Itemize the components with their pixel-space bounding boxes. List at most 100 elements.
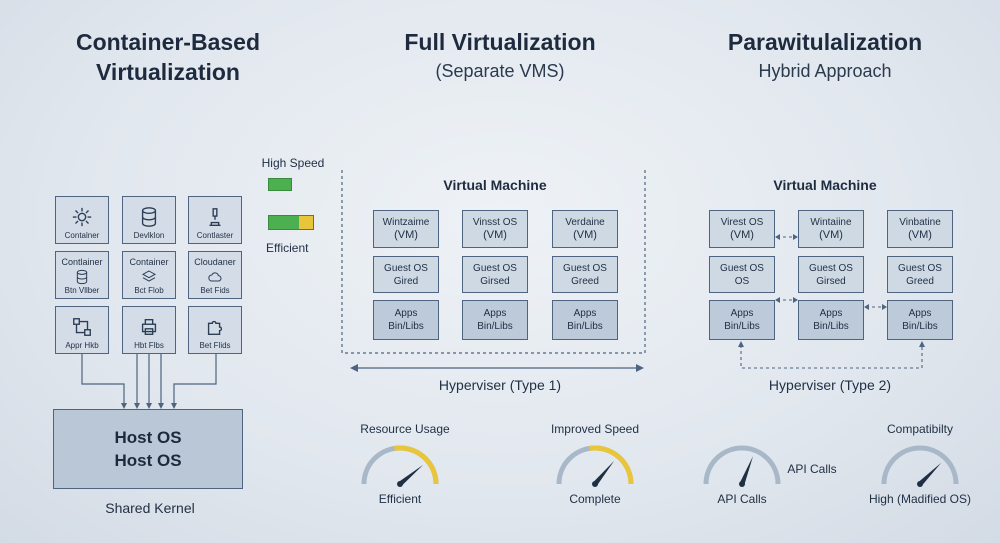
gauge-highlight	[393, 445, 439, 485]
container-cell-label: Hbt Flbs	[134, 341, 164, 350]
vm-name: Wintzaime	[382, 217, 430, 228]
container-cell-label: Bet Fids	[200, 286, 230, 295]
gauge-highlight	[588, 445, 634, 485]
para-vm3-top: Vinbatine(VM)	[887, 210, 953, 248]
gauge-track	[556, 445, 634, 485]
container-cell-3: Contlaster	[188, 196, 242, 244]
apps-label: Apps	[573, 308, 597, 319]
host-os-line1: Host OS	[114, 428, 182, 447]
legend-green-yellow-bar	[268, 215, 314, 230]
host-os-box: Host OS Host OS	[53, 409, 243, 489]
para-hypervisor-label: Hyperviser (Type 2)	[768, 377, 892, 393]
vm-tag: (VM)	[394, 229, 418, 241]
guest-os-detail: OS	[734, 275, 750, 287]
guest-os-label: Guest OS	[473, 262, 517, 274]
container-cell-1: Contalner	[55, 196, 109, 244]
microscope-icon	[209, 208, 221, 226]
stack-icon	[141, 269, 157, 282]
guest-os-label: Guest OS	[898, 262, 942, 274]
guest-os-label: Guest OS	[809, 262, 853, 274]
gauge1	[361, 445, 439, 487]
para-virt-title: Parawitulalization	[727, 29, 923, 55]
container-cell-title: Contlainer	[61, 257, 103, 267]
container-cell-label: Bet Flids	[199, 341, 231, 350]
libs-label: Bin/Libs	[567, 321, 603, 332]
guest-os-label: Guest OS	[384, 262, 428, 274]
gauge4-bottom: High (Madified OS)	[868, 492, 972, 506]
network-icon	[73, 318, 91, 336]
para-vm1-top: Virest OS(VM)	[709, 210, 775, 248]
vm-name: Wintaiine	[810, 217, 852, 228]
gauge3	[703, 445, 781, 487]
container-cell-label: Btn Vllber	[64, 286, 100, 295]
container-cell-title: Cloudaner	[194, 257, 236, 267]
legend-efficient: Efficient	[266, 241, 309, 255]
cloud-icon	[208, 271, 222, 281]
database-icon	[141, 207, 157, 227]
gear-icon	[72, 207, 92, 227]
gauge-needle	[398, 464, 424, 486]
gauge-needle	[739, 456, 754, 485]
gauge3-side: API Calls	[787, 462, 837, 476]
container-cell-label: Contlaster	[196, 231, 234, 240]
gauge2	[556, 445, 634, 487]
gauge-needle	[918, 462, 942, 486]
guest-os-detail: Girsed	[480, 275, 510, 287]
gauge-track	[703, 445, 781, 485]
gauge-hub	[397, 481, 403, 487]
vm-tag: (VM)	[819, 229, 843, 241]
gauge4	[881, 445, 959, 487]
full-virt-title: Full Virtualization	[404, 29, 596, 55]
container-cell-4: Contlainer Btn Vllber	[55, 251, 109, 299]
gauge-track	[881, 445, 959, 485]
libs-label: Bin/Libs	[724, 321, 760, 332]
host-os-line2: Host OS	[114, 451, 182, 470]
libs-label: Bin/Libs	[813, 321, 849, 332]
apps-label: Apps	[730, 308, 754, 319]
puzzle-icon	[207, 320, 223, 336]
shared-kernel-label: Shared Kernel	[105, 500, 195, 516]
gauge-needle	[593, 460, 615, 486]
vm-tag: (VM)	[483, 229, 507, 241]
container-cell-6: Cloudaner Bet Fids	[188, 251, 242, 299]
gauge-hub	[592, 481, 598, 487]
full-vm1-top: Wintzaime(VM)	[373, 210, 439, 248]
container-cell-label: Bct Flob	[134, 286, 164, 295]
vm-tag: (VM)	[730, 229, 754, 241]
gauge-hub	[739, 481, 745, 487]
gauge1-title: Resource Usage	[360, 422, 450, 436]
gauge3-bottom: API Calls	[717, 492, 767, 506]
para-vm2-top: Wintaiine(VM)	[798, 210, 864, 248]
gauge-hub	[917, 481, 923, 487]
gauge2-title: Improved Speed	[550, 422, 640, 436]
container-title-line2: Virtualization	[96, 59, 240, 85]
libs-label: Bin/Libs	[388, 321, 424, 332]
libs-label: Bin/Libs	[902, 321, 938, 332]
gauge2-bottom: Complete	[569, 492, 621, 506]
apps-label: Apps	[908, 308, 932, 319]
vm-name: Virest OS	[720, 217, 764, 228]
gauge4-title: Compatibilty	[886, 422, 954, 436]
container-cell-8: Hbt Flbs	[122, 306, 176, 354]
container-cell-label: Devlklon	[133, 231, 165, 240]
vm-name: Verdaine	[565, 217, 605, 228]
gauge1-bottom: Efficient	[378, 492, 422, 506]
legend-green-bar	[268, 178, 292, 191]
guest-os-detail: Greed	[906, 275, 934, 287]
full-vm-title: Virtual Machine	[443, 177, 547, 193]
container-cell-5: Container Bct Flob	[122, 251, 176, 299]
container-connector-lines	[81, 344, 217, 409]
vm-name: Vinbatine	[899, 217, 941, 228]
container-cell-title: Container	[129, 257, 169, 267]
vm-tag: (VM)	[908, 229, 932, 241]
